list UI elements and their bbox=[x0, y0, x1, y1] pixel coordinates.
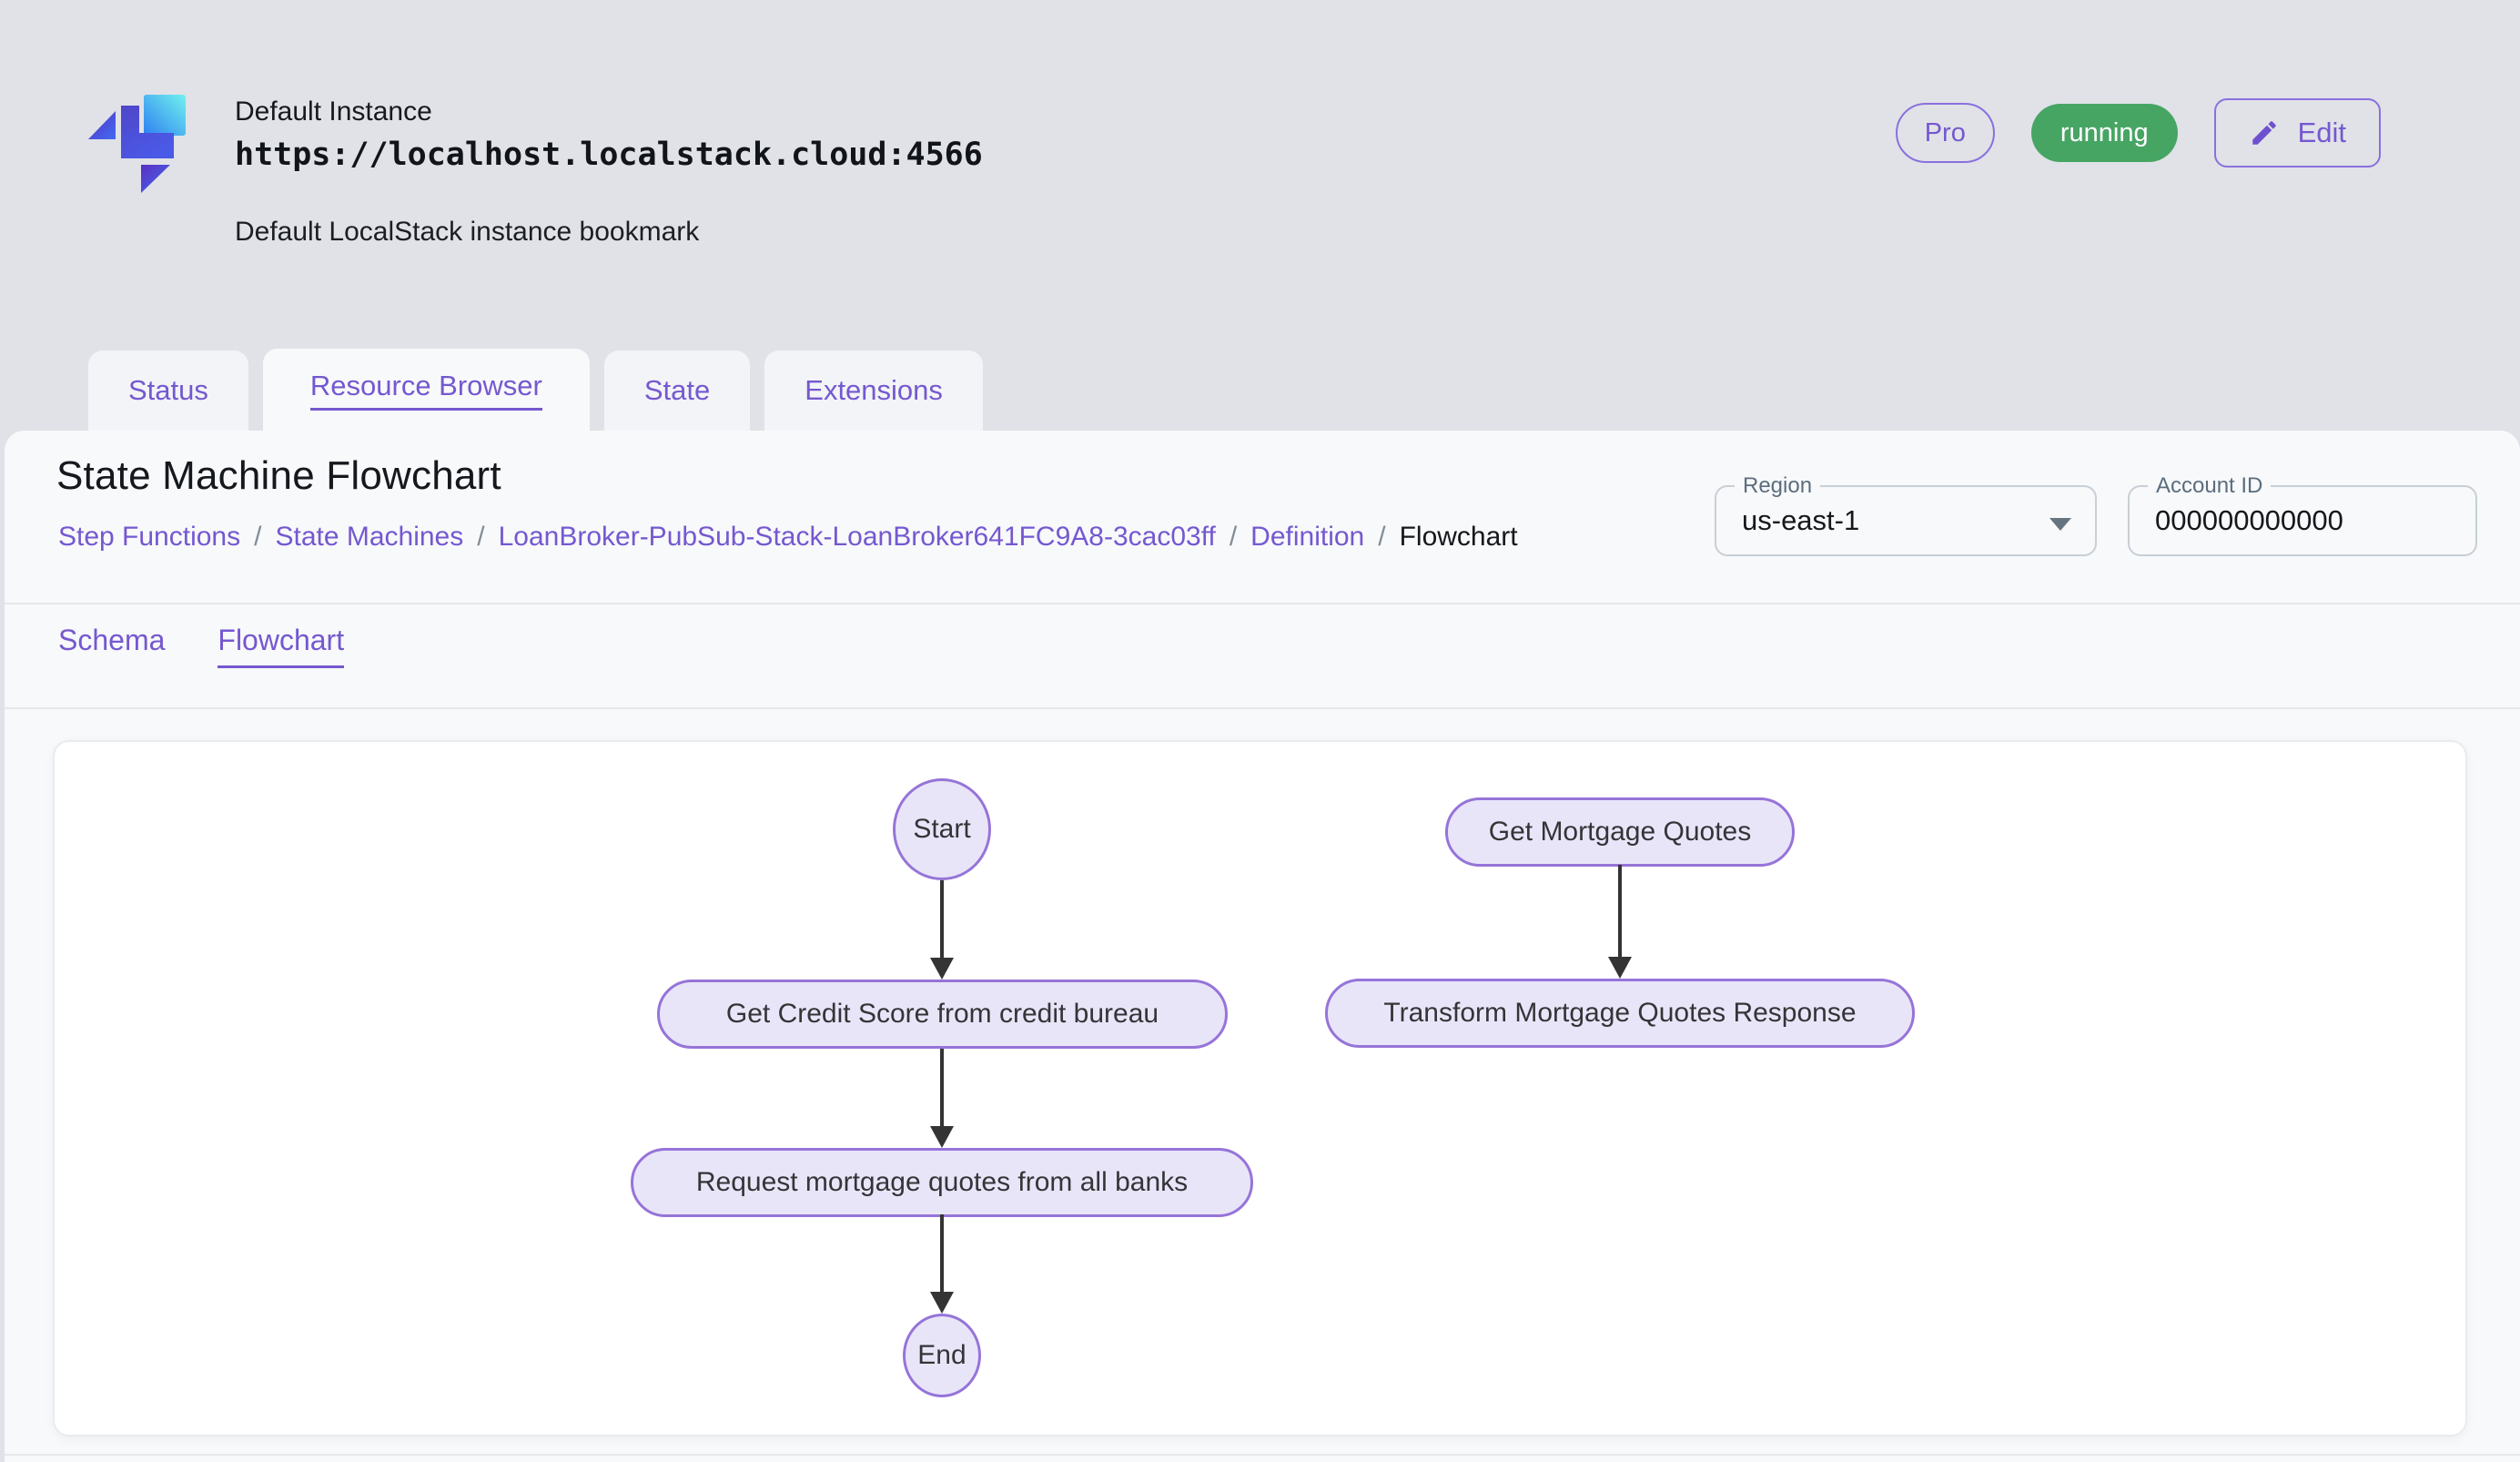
content-panel: State Machine Flowchart Step Functions /… bbox=[5, 431, 2520, 1462]
breadcrumb-step-functions[interactable]: Step Functions bbox=[58, 522, 241, 552]
instance-description: Default LocalStack instance bookmark bbox=[235, 217, 700, 247]
pro-chip-label: Pro bbox=[1924, 117, 1966, 147]
status-badge-label: running bbox=[2060, 117, 2149, 147]
pro-chip: Pro bbox=[1895, 103, 1995, 163]
flow-arrow bbox=[930, 1214, 954, 1314]
region-label: Region bbox=[1735, 473, 1821, 499]
tab-state[interactable]: State bbox=[603, 350, 751, 431]
main-tabs: Status Resource Browser State Extensions bbox=[88, 349, 983, 431]
breadcrumb-state-machines[interactable]: State Machines bbox=[275, 522, 464, 552]
flow-arrow bbox=[1608, 865, 1632, 979]
flow-node-start: Start bbox=[893, 778, 991, 880]
definition-subtabs: Schema Flowchart bbox=[58, 624, 345, 668]
page-title: State Machine Flowchart bbox=[56, 453, 501, 498]
instance-name: Default Instance bbox=[235, 96, 432, 127]
tab-label: Status bbox=[128, 374, 208, 406]
divider bbox=[5, 603, 2520, 604]
breadcrumb-separator: / bbox=[254, 522, 262, 552]
subtab-schema[interactable]: Schema bbox=[58, 624, 166, 656]
status-badge: running bbox=[2030, 104, 2178, 162]
breadcrumb-definition[interactable]: Definition bbox=[1250, 522, 1365, 552]
localstack-logo bbox=[88, 95, 186, 193]
tab-label: State bbox=[643, 374, 711, 406]
region-value: us-east-1 bbox=[1742, 504, 1860, 536]
edit-button-label: Edit bbox=[2297, 117, 2346, 148]
chevron-down-icon bbox=[2049, 518, 2071, 531]
breadcrumb-current: Flowchart bbox=[1399, 522, 1518, 552]
tab-label: Resource Browser bbox=[309, 370, 542, 411]
breadcrumb-separator: / bbox=[477, 522, 485, 552]
tab-resource-browser[interactable]: Resource Browser bbox=[262, 349, 590, 431]
flow-node-get-credit-score: Get Credit Score from credit bureau bbox=[657, 980, 1228, 1049]
flow-node-end: End bbox=[903, 1314, 981, 1397]
flow-arrow bbox=[930, 880, 954, 980]
tab-extensions[interactable]: Extensions bbox=[764, 350, 983, 431]
instance-url: https://localhost.localstack.cloud:4566 bbox=[235, 137, 983, 173]
flow-node-request-quotes: Request mortgage quotes from all banks bbox=[631, 1148, 1253, 1217]
edit-button[interactable]: Edit bbox=[2213, 98, 2381, 168]
breadcrumb-state-machine-name[interactable]: LoanBroker-PubSub-Stack-LoanBroker641FC9… bbox=[498, 522, 1216, 552]
pencil-icon bbox=[2252, 121, 2276, 145]
breadcrumb: Step Functions / State Machines / LoanBr… bbox=[58, 522, 1518, 553]
tab-label: Extensions bbox=[805, 374, 943, 406]
instance-header: Default Instance https://localhost.local… bbox=[235, 96, 983, 248]
breadcrumb-separator: / bbox=[1229, 522, 1238, 552]
region-select[interactable]: Region us-east-1 bbox=[1715, 473, 2097, 556]
flow-node-get-mortgage-quotes: Get Mortgage Quotes bbox=[1445, 797, 1795, 867]
header-actions: Pro running Edit bbox=[1895, 96, 2381, 169]
breadcrumb-separator: / bbox=[1378, 522, 1386, 552]
divider bbox=[5, 707, 2520, 709]
subtab-flowchart[interactable]: Flowchart bbox=[218, 624, 345, 668]
flow-node-transform-response: Transform Mortgage Quotes Response bbox=[1325, 979, 1915, 1048]
account-id-field: Account ID bbox=[2128, 473, 2477, 556]
divider bbox=[5, 1454, 2520, 1456]
tab-status[interactable]: Status bbox=[88, 350, 248, 431]
flow-arrow bbox=[930, 1049, 954, 1148]
flowchart-card: Start Get Credit Score from credit burea… bbox=[53, 740, 2467, 1437]
account-id-input[interactable] bbox=[2155, 489, 2455, 553]
